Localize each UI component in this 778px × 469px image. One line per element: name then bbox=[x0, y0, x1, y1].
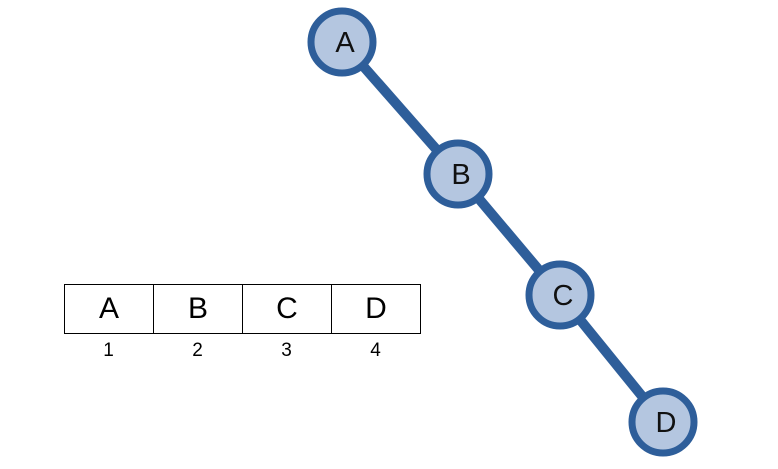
array-cell-2: B bbox=[153, 284, 243, 334]
tree-node-circle bbox=[423, 139, 493, 209]
tree-node-label: C bbox=[553, 280, 574, 312]
tree-node-label: D bbox=[656, 407, 677, 439]
array-cell-3: C bbox=[242, 284, 332, 334]
tree-node-c: C bbox=[525, 260, 595, 330]
array-index-row: 1 2 3 4 bbox=[64, 340, 420, 362]
array-index-4: 4 bbox=[370, 340, 381, 361]
array-row: A B C D bbox=[64, 284, 421, 334]
tree-nodes: A B C D bbox=[307, 7, 698, 457]
tree-node-b: B bbox=[423, 139, 493, 209]
tree-node-circle bbox=[628, 387, 698, 457]
array-index-2: 2 bbox=[192, 340, 203, 361]
tree-node-circle bbox=[307, 7, 377, 77]
tree-edges bbox=[338, 38, 667, 426]
tree-node-a: A bbox=[307, 7, 377, 77]
array-cell-1: A bbox=[64, 284, 154, 334]
tree-node-d: D bbox=[628, 387, 698, 457]
tree-node-label: B bbox=[451, 159, 470, 191]
array-index-1: 1 bbox=[103, 340, 114, 361]
array-cell-4: D bbox=[331, 284, 421, 334]
tree-node-label: A bbox=[335, 27, 355, 59]
tree-node-circle bbox=[525, 260, 595, 330]
array-index-3: 3 bbox=[281, 340, 292, 361]
